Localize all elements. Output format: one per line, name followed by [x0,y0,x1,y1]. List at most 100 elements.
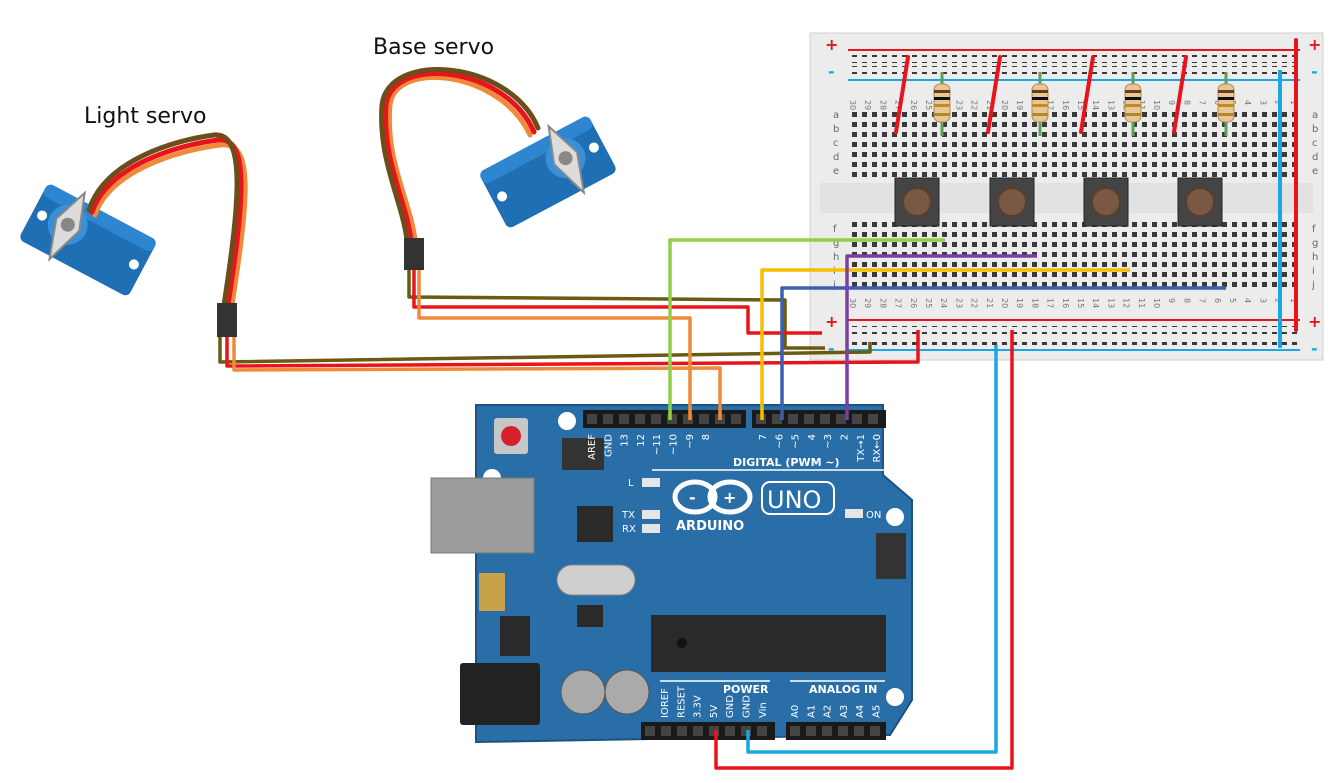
pushbuttons [894,177,1223,227]
wire-button-yellow [760,268,1130,420]
rail-plus-bl: + [825,312,838,331]
column-number: 7 [1198,298,1207,303]
column-number: 8 [1182,100,1191,105]
arduino-wordmark: ARDUINO [676,519,744,534]
column-number: 30 [848,298,857,308]
digital-pin-label: 13 [620,434,631,447]
wire-light-gnd [218,337,872,364]
digital-pin-label: ~10 [669,434,680,455]
wire-button-purple [845,254,1037,420]
column-number: 17 [1046,100,1055,110]
arduino-logo: - + [672,479,753,515]
analog-pin-label: A0 [790,705,801,718]
resistor [1217,83,1235,123]
column-number: 17 [1046,298,1055,308]
analog-header-label: ANALOG IN [809,683,877,696]
column-number: 4 [1243,298,1252,303]
column-number: 10 [1152,298,1161,308]
usb-chip [577,506,613,542]
base-servo-connector [404,238,424,270]
column-number: 6 [1213,298,1222,303]
resistor [933,83,951,123]
bottom-rail-holes-2 [850,337,1300,345]
fuse [479,573,505,611]
digital-pin-label: GND [603,434,614,457]
column-number: 24 [939,298,948,308]
top-rail-holes-2 [850,66,1300,74]
column-number: 19 [1015,298,1024,308]
mount-hole [558,412,576,430]
digital-pin-label: 2 [840,434,851,440]
row-letter-j: j [832,280,836,291]
column-number: 25 [924,298,933,308]
wire-button-blue [780,286,1226,420]
icsp-header-right [876,533,906,579]
icsp-header [562,438,604,470]
column-number: 7 [1198,100,1207,105]
small-chip [577,605,603,627]
column-number: 16 [1061,298,1070,308]
column-number: 1 [1289,100,1298,105]
row-letter-g: g [1312,238,1318,249]
power-pin-label: GND [742,695,753,718]
column-number: 13 [1106,100,1115,110]
regulator [500,616,530,656]
row-letter-d: d [1312,152,1318,163]
column-number: 14 [1091,298,1100,308]
column-number: 12 [1122,298,1131,308]
column-number: 10 [1152,100,1161,110]
power-pin-label: GND [725,695,736,718]
atmega-chip [651,615,886,672]
wire-base-vcc [412,270,822,335]
crystal [556,564,636,596]
analog-pin-label: A1 [806,705,817,718]
column-number: 30 [848,100,857,110]
column-number: 22 [970,298,979,308]
uno-model: UNO [767,486,821,514]
row-letter-c: c [1312,138,1318,149]
light-servo-connector [217,303,237,337]
row-letter-b: b [1312,124,1318,135]
light-servo-caption: Light servo [84,104,207,129]
row-letter-h: h [833,252,839,263]
column-number: 4 [1243,100,1252,105]
digital-pin-label: 8 [701,434,712,440]
usb-port [430,477,535,554]
digital-pin-label: 4 [807,434,818,440]
column-number: 20 [1000,100,1009,110]
row-letter-a: a [833,110,839,121]
capacitor [560,669,606,715]
analog-pin-label: A5 [872,705,883,718]
column-number: 23 [954,100,963,110]
led-tx-label: TX [621,510,635,521]
wire-base-gnd [407,270,825,350]
resistor [1124,83,1142,123]
rail-jumpers [894,38,1298,332]
row-letter-g: g [833,238,839,249]
digital-pin-label: ~5 [791,434,802,449]
digital-pin-label: 12 [636,434,647,447]
wire-5v [714,330,1014,770]
row-letter-a: a [1312,110,1318,121]
column-number: 29 [863,100,872,110]
row-letter-f: f [1312,224,1316,235]
column-number: 27 [894,100,903,110]
row-letter-e: e [833,166,839,177]
rail-plus-tr: + [1308,35,1321,54]
column-number: 3 [1258,100,1267,105]
column-number: 19 [1015,100,1024,110]
bottom-rail-holes-1 [850,326,1300,334]
rail-plus-tl: + [825,35,838,54]
row-letter-h: h [1312,252,1318,263]
power-header-label: POWER [723,683,769,696]
column-number: 3 [1258,298,1267,303]
wire-gnd [746,345,998,754]
led-tx [642,510,660,519]
column-number: 9 [1167,298,1176,303]
digital-pin-label: AREF [587,434,598,460]
wire-light-vcc [225,330,920,368]
wire-base-signal [417,270,692,420]
resistors [933,72,1235,136]
